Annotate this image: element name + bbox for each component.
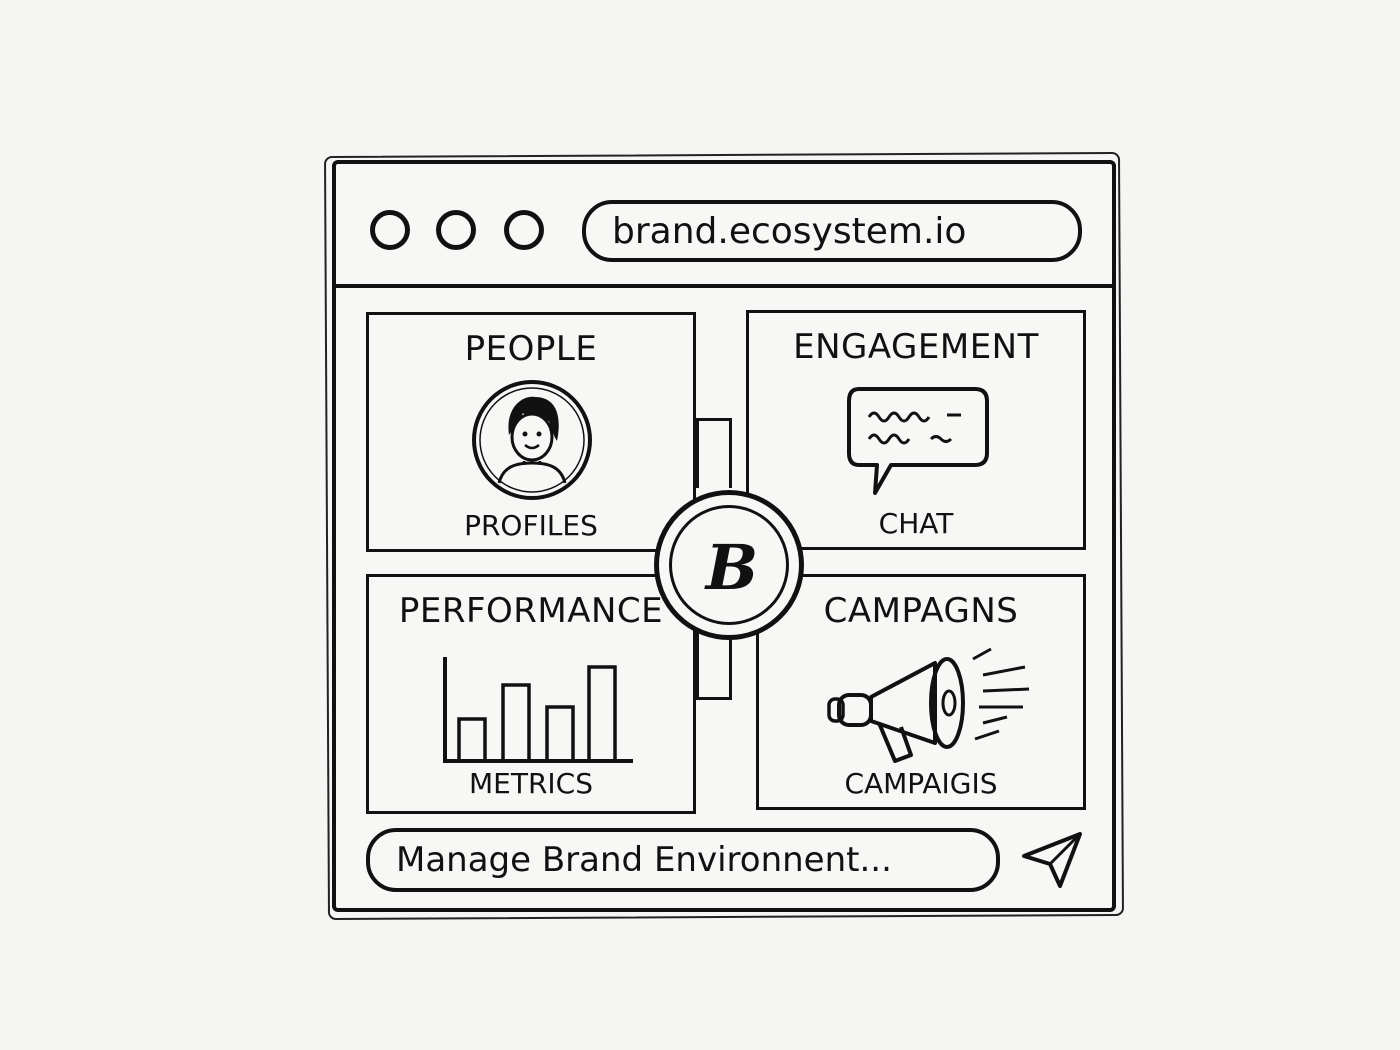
chat-bubble-icon (845, 383, 995, 503)
brand-hub-inner-ring: B (669, 505, 789, 625)
brand-hub-letter: B (705, 531, 759, 604)
browser-titlebar: brand.ecosystem.io (336, 164, 1112, 288)
people-panel[interactable]: PEOPLE PROFILES (366, 312, 696, 552)
engagement-panel-caption: CHAT (878, 507, 954, 540)
browser-window: brand.ecosystem.io PEOPLE PROFILES (332, 160, 1116, 912)
people-panel-caption: PROFILES (464, 509, 598, 542)
hub-connector-bottom (696, 630, 732, 700)
bar-chart-icon (439, 653, 639, 765)
paper-plane-icon (1022, 832, 1082, 888)
campaigns-panel[interactable]: CAMPAGNS CAMPAIGIS (756, 574, 1086, 810)
people-panel-title: PEOPLE (464, 329, 598, 369)
engagement-panel[interactable]: ENGAGEMENT CHAT (746, 310, 1086, 550)
brand-hub-logo[interactable]: B (654, 490, 804, 640)
hub-connector-top (696, 418, 732, 488)
address-bar-url: brand.ecosystem.io (612, 210, 967, 252)
window-minimize-dot[interactable] (436, 210, 476, 250)
window-maximize-dot[interactable] (504, 210, 544, 250)
performance-panel-caption: METRICS (469, 767, 593, 800)
address-bar[interactable]: brand.ecosystem.io (582, 200, 1082, 262)
command-input[interactable]: Manage Brand Environnent... (366, 828, 1000, 892)
user-avatar-icon (469, 377, 595, 503)
campaigns-panel-caption: CAMPAIGIS (844, 767, 998, 800)
performance-panel-title: PERFORMANCE (398, 591, 664, 631)
megaphone-icon (823, 643, 1037, 767)
window-close-dot[interactable] (370, 210, 410, 250)
campaigns-panel-title: CAMPAGNS (823, 591, 1019, 631)
engagement-panel-title: ENGAGEMENT (793, 327, 1039, 367)
send-button[interactable] (1020, 830, 1086, 890)
command-input-placeholder: Manage Brand Environnent... (396, 840, 892, 880)
performance-panel[interactable]: PERFORMANCE METRICS (366, 574, 696, 814)
